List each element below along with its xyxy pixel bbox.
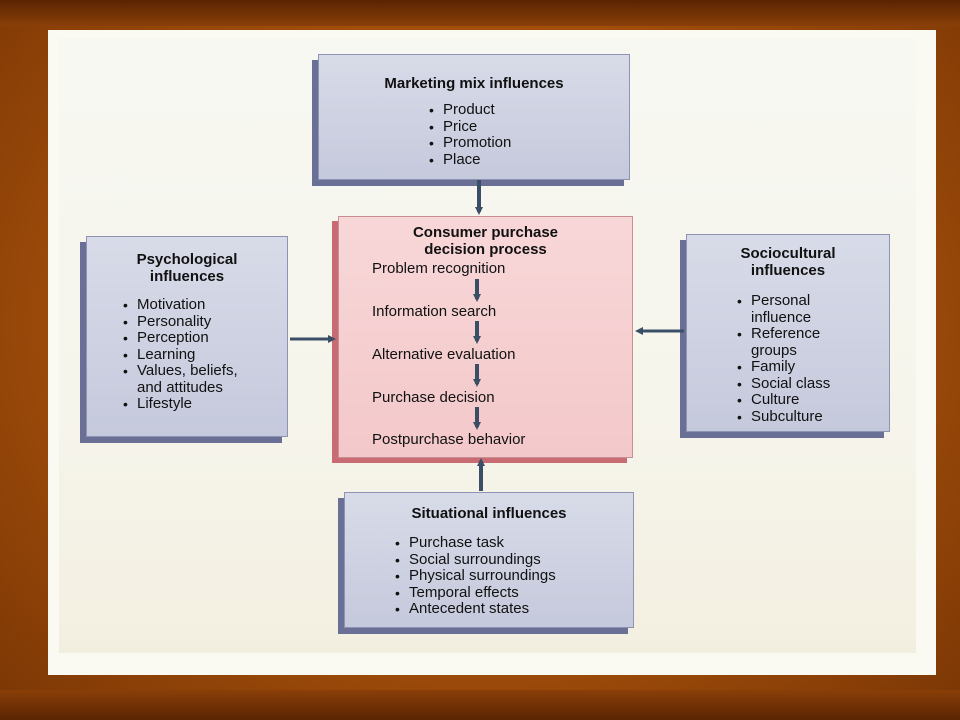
sociocultural-title: Sociocultural influences [740, 245, 836, 279]
top-bar [0, 0, 960, 26]
psychological-box: Psychological influences •Motivation •Pe… [86, 236, 288, 437]
list-item: •Physical surroundings [395, 567, 556, 584]
list-item: •Social class [737, 374, 831, 392]
decision-process-title: Consumer purchase decision process [412, 224, 559, 258]
situational-list: •Purchase task •Social surroundings •Phy… [395, 534, 633, 618]
step-problem-recognition: Problem recognition [372, 260, 506, 277]
situational-box: Situational influences •Purchase task •S… [344, 492, 634, 628]
list-item: •Personality [123, 312, 212, 330]
list-item: •Purchase task [395, 534, 505, 551]
list-item: •Promotion [429, 134, 512, 151]
list-item: •Antecedent states [395, 600, 530, 617]
list-item: •Learning [123, 345, 196, 363]
list-item: •Culture [737, 391, 800, 408]
situational-title: Situational influences [411, 505, 567, 522]
list-item: •Product [429, 101, 495, 118]
marketing-mix-list: •Product •Price •Promotion •Place [429, 101, 629, 168]
list-item: •Motivation [123, 296, 206, 313]
list-item: •Family [737, 358, 796, 375]
list-item: •Perception [123, 329, 209, 346]
list-item: •Values, beliefs,and attitudes [123, 362, 238, 396]
list-item: •Subculture [737, 407, 823, 425]
list-item: •Social surroundings [395, 550, 541, 568]
list-item: •Temporal effects [395, 583, 519, 601]
step-information-search: Information search [372, 303, 497, 320]
bottom-bar [0, 690, 960, 720]
decision-process-box: Consumer purchase decision process Probl… [338, 216, 633, 458]
list-item: •Place [429, 150, 481, 168]
step-postpurchase-behavior: Postpurchase behavior [372, 431, 526, 448]
list-item: •Lifestyle [123, 395, 193, 412]
marketing-mix-box: Marketing mix influences •Product •Price… [318, 54, 630, 180]
list-item: •Price [429, 117, 478, 135]
step-purchase-decision: Purchase decision [372, 389, 495, 406]
marketing-mix-title: Marketing mix influences [384, 75, 564, 92]
psychological-title: Psychological influences [136, 251, 238, 285]
psychological-list: •Motivation •Personality •Perception •Le… [123, 296, 287, 413]
step-alternative-evaluation: Alternative evaluation [372, 346, 516, 363]
